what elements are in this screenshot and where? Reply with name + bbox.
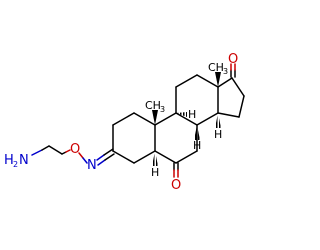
bond-o-n [78, 152, 84, 159]
methyl-13-subscript-label: 3 [223, 67, 228, 76]
bond-c11-c12 [175, 74, 198, 88]
h14-label: H [214, 128, 222, 141]
wedge-c10-methyl [152, 110, 158, 125]
h9-label: H [188, 108, 196, 121]
bond-c2-c1 [112, 112, 135, 126]
bond-n-c1-carbon [41, 145, 50, 151]
stereo-hydrogen-bonds [152, 112, 221, 166]
bond-n-c1 [31, 149, 43, 156]
bond-c9-c8 [175, 112, 198, 126]
methyl-bonds [152, 72, 221, 125]
bond-o-n-2 [82, 157, 88, 164]
amine-subscript-label: 2 [13, 160, 18, 169]
atom-labels: H 2 N O N O O CH 3 CH 3 H H H H [4, 52, 238, 193]
ring-c [175, 74, 219, 126]
hash-h14 [215, 113, 221, 128]
wedge-c13-methyl [215, 72, 221, 87]
molecule-structure-diagram: H 2 N O N O O CH 3 CH 3 H H H H [4, 52, 245, 193]
bond-c14-c8 [196, 112, 219, 126]
hash-h9 [176, 112, 187, 117]
amine-n-label: N [19, 153, 29, 168]
bond-c1-c2 [48, 145, 63, 155]
bond-cn-double-1b [103, 148, 114, 156]
oxime-n-label: N [87, 158, 97, 173]
bond-cn-double-1a [96, 154, 105, 161]
methyl-10-label: CH [145, 99, 161, 112]
bond-c2-o [65, 149, 71, 153]
bond-c10-c9 [154, 112, 177, 126]
oxime-double-bond [96, 148, 115, 166]
bond-c16-c15 [238, 95, 245, 118]
ketone-17-bond [230, 63, 236, 78]
bond-c1-c10 [133, 112, 156, 126]
amine-h-label: H [4, 153, 14, 168]
methyl-10-subscript-label: 3 [160, 105, 165, 114]
hash-h5 [152, 151, 158, 166]
oxime-o-label: O [70, 142, 80, 157]
side-chain-bonds [31, 145, 88, 164]
ketone-6-o-label: O [171, 178, 181, 193]
h5-label: H [151, 166, 159, 179]
ring-a [112, 112, 156, 164]
bond-c7-c6 [175, 150, 198, 164]
bond-c5-c4 [133, 150, 156, 164]
bond-c13-c17 [217, 77, 233, 88]
bond-c17-c16 [231, 77, 245, 97]
hash-h8 [194, 125, 200, 140]
bond-c6-c5 [154, 150, 177, 164]
bond-c15-c14 [217, 112, 240, 118]
ketone-17-o-label: O [228, 52, 238, 67]
bond-c12-c13 [196, 74, 219, 88]
ketone-6-bond [173, 162, 179, 178]
bond-c4-c3 [112, 150, 135, 164]
h8-label: H [193, 139, 201, 152]
methyl-13-label: CH [208, 61, 224, 74]
bond-cn-double-2b [104, 153, 115, 161]
ring-d [217, 77, 245, 118]
bond-cn-double-2a [97, 159, 106, 166]
